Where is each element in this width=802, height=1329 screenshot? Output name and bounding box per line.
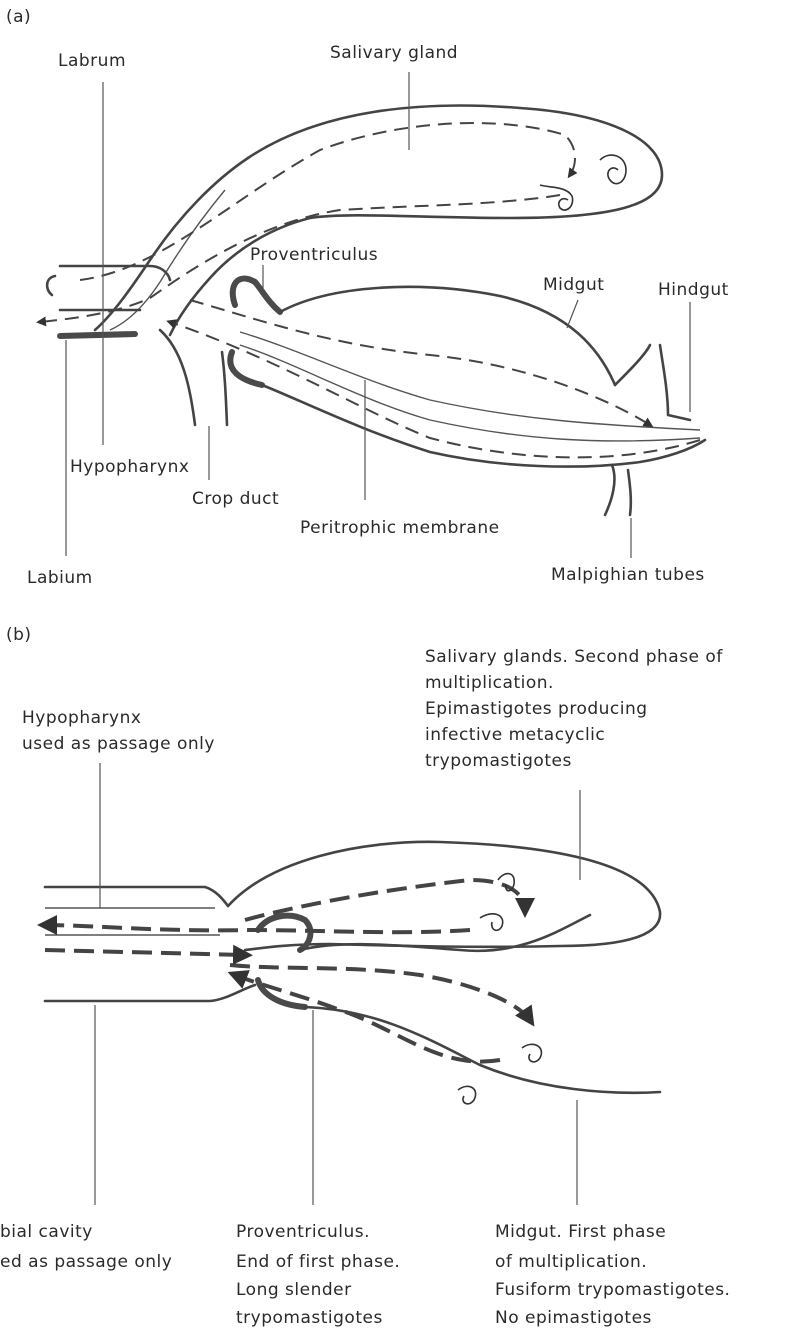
midgut-note-line: Fusiform trypomastigotes.	[495, 1280, 730, 1300]
label-hindgut: Hindgut	[658, 280, 729, 300]
label-proventriculus: Proventriculus	[250, 245, 378, 265]
hypopharynx-note-line: Hypopharynx	[22, 708, 141, 728]
salivary-note-line: trypomastigotes	[425, 751, 572, 771]
flow-midgut-back	[170, 322, 700, 457]
label-labrum: Labrum	[58, 51, 126, 71]
parasite-icon	[522, 1044, 541, 1061]
midgut-lower-b	[305, 1007, 660, 1093]
label-hypopharynx: Hypopharynx	[70, 457, 189, 477]
midgut-note-line: of multiplication.	[495, 1252, 647, 1272]
label-labium: Labium	[27, 568, 93, 588]
salivary-note-line: infective metacyclic	[425, 725, 605, 745]
crop-duct-left	[160, 330, 195, 425]
label-crop-duct: Crop duct	[192, 489, 279, 509]
proventriculus-note-line: Proventriculus.	[236, 1222, 370, 1242]
hindgut-upper	[615, 345, 690, 420]
labial-tube-upper	[45, 887, 228, 906]
parasite-icon	[480, 914, 503, 931]
flow-midgut-forward	[190, 300, 650, 425]
salivary-duct-upper	[95, 158, 248, 330]
proventriculus-note-line: End of first phase.	[236, 1252, 400, 1272]
proventriculus-upper	[233, 279, 280, 312]
salivary-note-line: multiplication.	[425, 673, 554, 693]
labrum-tube	[60, 266, 170, 280]
midgut-upper-wall	[280, 287, 615, 385]
labial-note-line: bial cavity	[0, 1222, 93, 1242]
panel-b-tag: (b)	[6, 625, 32, 645]
salivary-glands-note: Salivary glands. Second phase of multipl…	[425, 647, 729, 771]
salivary-gland-outline-b	[228, 842, 660, 950]
label-midgut: Midgut	[543, 275, 604, 295]
salivary-note-line: Salivary glands. Second phase of	[425, 647, 723, 667]
midgut-note-line: No epimastigotes	[495, 1308, 652, 1328]
parasite-icon	[600, 155, 626, 184]
hypopharynx-note-line: used as passage only	[22, 734, 215, 754]
labium-sheath	[60, 334, 135, 336]
leader-midgut	[567, 300, 578, 328]
parasite-icon	[498, 874, 514, 891]
parasite-icon	[458, 1086, 476, 1103]
label-malpighian-tubes: Malpighian tubes	[551, 565, 705, 585]
label-salivary-gland: Salivary gland	[330, 43, 458, 63]
midgut-lower-wall	[262, 385, 705, 467]
midgut-note-line: Midgut. First phase	[495, 1222, 666, 1242]
panel-a: (a)	[6, 7, 729, 588]
malpighian-tube	[605, 465, 631, 515]
panel-a-tag: (a)	[6, 7, 31, 27]
flow-b-in	[45, 950, 245, 955]
crop-duct-right	[222, 352, 227, 425]
proventriculus-note-line: trypomastigotes	[236, 1308, 383, 1328]
flow-b-back	[235, 975, 500, 1062]
midgut-note: Midgut. First phase of multiplication. F…	[495, 1222, 736, 1328]
proventriculus-note: Proventriculus. End of first phase. Long…	[236, 1222, 406, 1328]
labial-cavity-note: bial cavity ed as passage only	[0, 1222, 172, 1272]
label-peritrophic-membrane: Peritrophic membrane	[300, 518, 500, 538]
salivary-note-line: Epimastigotes producing	[425, 699, 648, 719]
labial-tube-lower	[45, 985, 255, 1001]
panel-b: (b) Salivary glands. Second pha	[0, 625, 736, 1328]
parasite-icon	[540, 185, 573, 210]
proventriculus-note-line: Long slender	[236, 1280, 352, 1300]
salivary-gland-outline	[170, 106, 662, 335]
flow-b-out	[230, 965, 530, 1020]
hypopharynx-tube	[47, 276, 55, 295]
hypopharynx-note: Hypopharynx used as passage only	[22, 708, 215, 754]
labial-note-line: ed as passage only	[0, 1252, 172, 1272]
